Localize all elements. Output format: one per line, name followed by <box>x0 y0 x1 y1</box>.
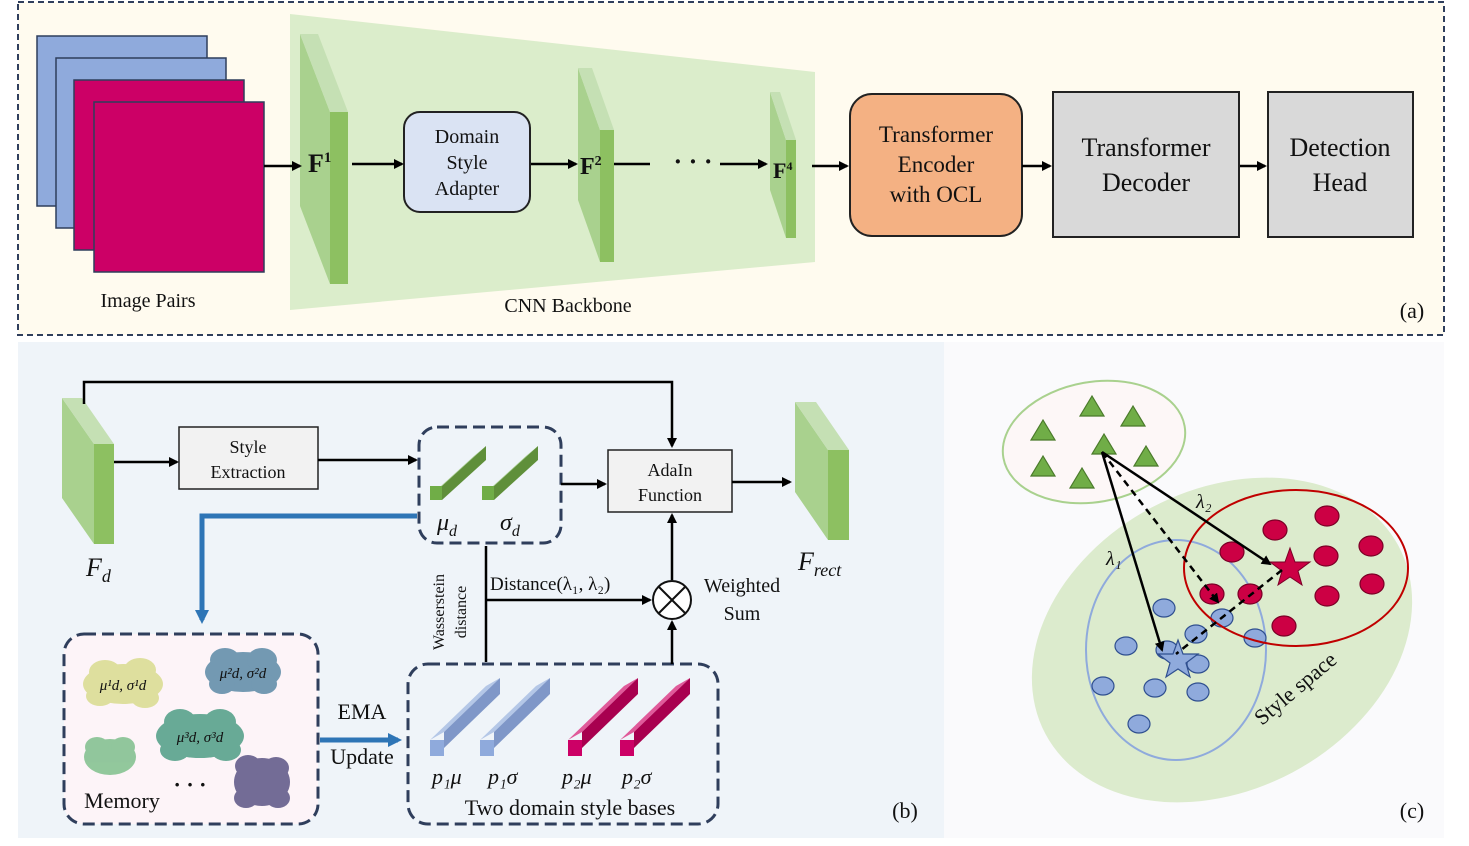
encoder-line-1: Transformer <box>879 122 993 147</box>
panel-a-arrows <box>264 159 1267 171</box>
cloud-3-label: μ³d, σ³d <box>176 730 224 746</box>
ema-line-1: EMA <box>338 699 387 724</box>
red-cluster <box>1183 489 1409 647</box>
base-p2-mu <box>568 678 638 756</box>
wasserstein-line-1: Wasserstein <box>431 574 448 650</box>
distance-label: Distance(λ₁, λ₂) <box>490 574 610 595</box>
cloud-2-label: μ²d, σ²d <box>219 666 267 682</box>
style-bases-box <box>406 662 720 826</box>
feature-frect <box>795 402 849 540</box>
panel-a-tag: (a) <box>1400 298 1424 323</box>
fd-label: Fd <box>85 553 112 586</box>
decoder-line-1: Transformer <box>1081 133 1210 162</box>
base-p1-mu-label: p₁μ <box>430 764 462 789</box>
base-p1-mu <box>430 678 500 756</box>
image-pairs-stack <box>36 35 265 273</box>
sigma-d-label: σd <box>500 510 521 540</box>
encoder-line-3: with OCL <box>890 182 983 207</box>
ema-line-2: Update <box>330 744 394 769</box>
weighted-sum-line-1: Weighted <box>704 575 780 597</box>
base-p2-mu-label: p₂μ <box>560 764 592 789</box>
cloud-5 <box>234 755 290 808</box>
adapter-line-3: Adapter <box>435 178 500 200</box>
red-points <box>1199 505 1385 637</box>
weighted-sum-line-2: Sum <box>724 603 761 625</box>
style-extraction-line-1: Style <box>229 437 266 457</box>
style-extraction-box <box>178 426 319 490</box>
panel-c-tag: (c) <box>1400 798 1424 823</box>
frect-label: Frect <box>797 547 842 580</box>
panel-c: Style space <box>944 342 1444 838</box>
adain-line-2: Function <box>638 485 702 505</box>
weighted-sum-op <box>652 580 692 620</box>
panel-b-blue-arrows <box>195 513 417 747</box>
decoder-line-2: Decoder <box>1102 168 1190 197</box>
wasserstein-line-2: distance <box>453 586 470 638</box>
cloud-4 <box>84 737 136 775</box>
feature-fd <box>62 398 114 544</box>
adain-box <box>607 449 733 513</box>
blue-star <box>1156 638 1200 679</box>
base-p1-sigma-label: p₁σ <box>486 764 519 789</box>
panel-b-arrows <box>82 380 792 664</box>
feature-f1 <box>300 34 348 284</box>
adain-line-1: AdaIn <box>648 460 693 480</box>
detection-head-box <box>1267 91 1414 238</box>
f1-label: F1 <box>308 149 331 178</box>
cloud-2 <box>205 648 281 694</box>
triangle-points <box>1029 394 1160 489</box>
head-line-2: Head <box>1313 168 1368 197</box>
domain-style-adapter-box <box>403 111 531 213</box>
lambda-1-label: λ₁ <box>1105 548 1122 570</box>
base-p1-sigma <box>480 678 550 756</box>
blue-cluster <box>1085 539 1267 761</box>
memory-dots: · · · <box>173 772 206 797</box>
mu-d-bar <box>430 446 486 500</box>
head-line-1: Detection <box>1289 133 1390 162</box>
cloud-1 <box>83 658 163 708</box>
panel-c-arrows <box>1100 450 1283 655</box>
cloud-3 <box>156 709 244 761</box>
panel-b-tag: (b) <box>892 798 918 823</box>
bases-caption: Two domain style bases <box>465 795 675 820</box>
adapter-line-2: Style <box>446 152 487 174</box>
feature-f4 <box>770 92 796 238</box>
f2-label: F2 <box>580 154 602 180</box>
cloud-1-label: μ¹d, σ¹d <box>99 678 147 694</box>
panel-a: Image Pairs F1 F2 F4 · · · Domain Style … <box>17 1 1445 336</box>
sigma-d-bar <box>482 446 538 500</box>
cnn-backbone-trapezoid <box>290 14 815 310</box>
base-p2-sigma-label: p₂σ <box>620 764 653 789</box>
f4-label: F4 <box>773 158 792 183</box>
encoder-line-2: Encoder <box>898 152 975 177</box>
mu-d-label: μd <box>436 510 458 540</box>
memory-label: Memory <box>84 788 160 813</box>
style-extraction-line-2: Extraction <box>211 462 286 482</box>
base-p2-sigma <box>620 678 690 756</box>
style-stats-box <box>417 425 563 545</box>
image-pairs-label: Image Pairs <box>101 290 196 312</box>
transformer-decoder-box <box>1052 91 1240 238</box>
feature-f2 <box>578 68 614 262</box>
lambda-2-label: λ₂ <box>1195 491 1212 513</box>
adapter-line-1: Domain <box>435 126 499 148</box>
ellipsis-dots: · · · <box>673 147 712 176</box>
panel-b: Fd Frect Style Extraction μd σd AdaIn Fu <box>18 342 944 838</box>
memory-clouds <box>83 648 290 808</box>
blue-points <box>1091 598 1267 734</box>
cnn-backbone-label: CNN Backbone <box>504 295 631 317</box>
red-star <box>1268 546 1312 587</box>
